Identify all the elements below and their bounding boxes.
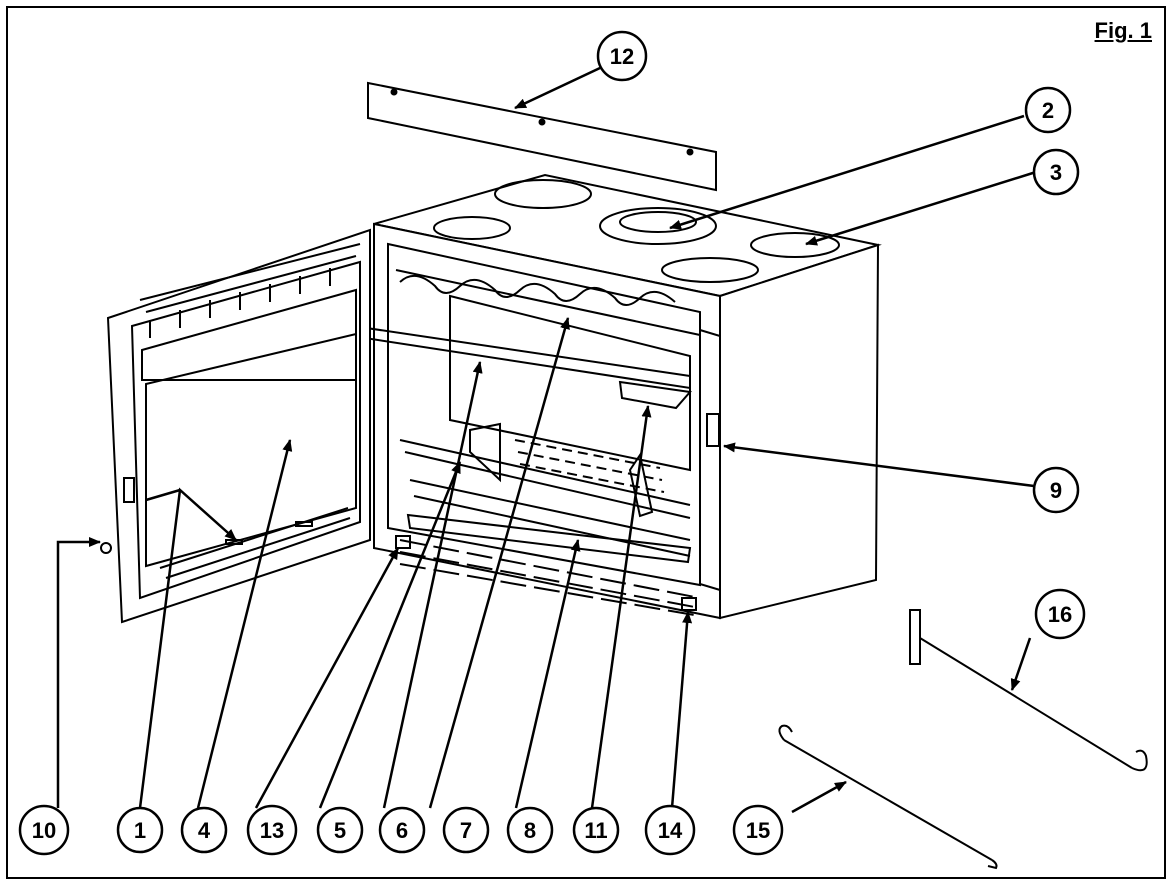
callout-label-13: 13 bbox=[260, 818, 284, 843]
callout-6: 6 bbox=[378, 806, 426, 854]
fireplace-door bbox=[100, 228, 371, 624]
leader-lines bbox=[56, 66, 1037, 814]
callout-15: 15 bbox=[732, 804, 784, 856]
callout-1: 1 bbox=[116, 806, 164, 854]
callout-5: 5 bbox=[316, 806, 364, 854]
callout-label-15: 15 bbox=[746, 818, 770, 843]
callout-3: 3 bbox=[1032, 148, 1080, 196]
poker-tool bbox=[778, 724, 998, 870]
callout-label-5: 5 bbox=[334, 818, 346, 843]
figure-border bbox=[6, 6, 1166, 879]
callout-9: 9 bbox=[1032, 466, 1080, 514]
callout-label-8: 8 bbox=[524, 818, 536, 843]
callout-16: 16 bbox=[1034, 588, 1086, 640]
callout-14: 14 bbox=[644, 804, 696, 856]
callout-4: 4 bbox=[180, 806, 228, 854]
callout-13: 13 bbox=[246, 804, 298, 856]
top-trim-plate bbox=[367, 81, 717, 192]
callout-label-12: 12 bbox=[610, 44, 634, 69]
callout-8: 8 bbox=[506, 806, 554, 854]
hook-tool bbox=[909, 609, 1148, 772]
firebox-body bbox=[325, 173, 882, 620]
callout-label-6: 6 bbox=[396, 818, 408, 843]
callout-label-10: 10 bbox=[32, 818, 56, 843]
callout-label-7: 7 bbox=[460, 818, 472, 843]
callout-label-9: 9 bbox=[1050, 478, 1062, 503]
callout-label-4: 4 bbox=[198, 818, 211, 843]
callout-12: 12 bbox=[596, 30, 648, 82]
callout-label-11: 11 bbox=[584, 818, 607, 843]
callout-2: 2 bbox=[1024, 86, 1072, 134]
callout-label-14: 14 bbox=[658, 818, 683, 843]
figure-title: Fig. 1 bbox=[1094, 18, 1152, 43]
callout-10: 10 bbox=[18, 804, 70, 856]
callout-label-3: 3 bbox=[1050, 160, 1062, 185]
callout-label-16: 16 bbox=[1048, 602, 1072, 627]
callout-11: 11 bbox=[572, 806, 620, 854]
callout-label-2: 2 bbox=[1042, 98, 1054, 123]
callout-label-1: 1 bbox=[134, 818, 146, 843]
callout-7: 7 bbox=[442, 806, 490, 854]
